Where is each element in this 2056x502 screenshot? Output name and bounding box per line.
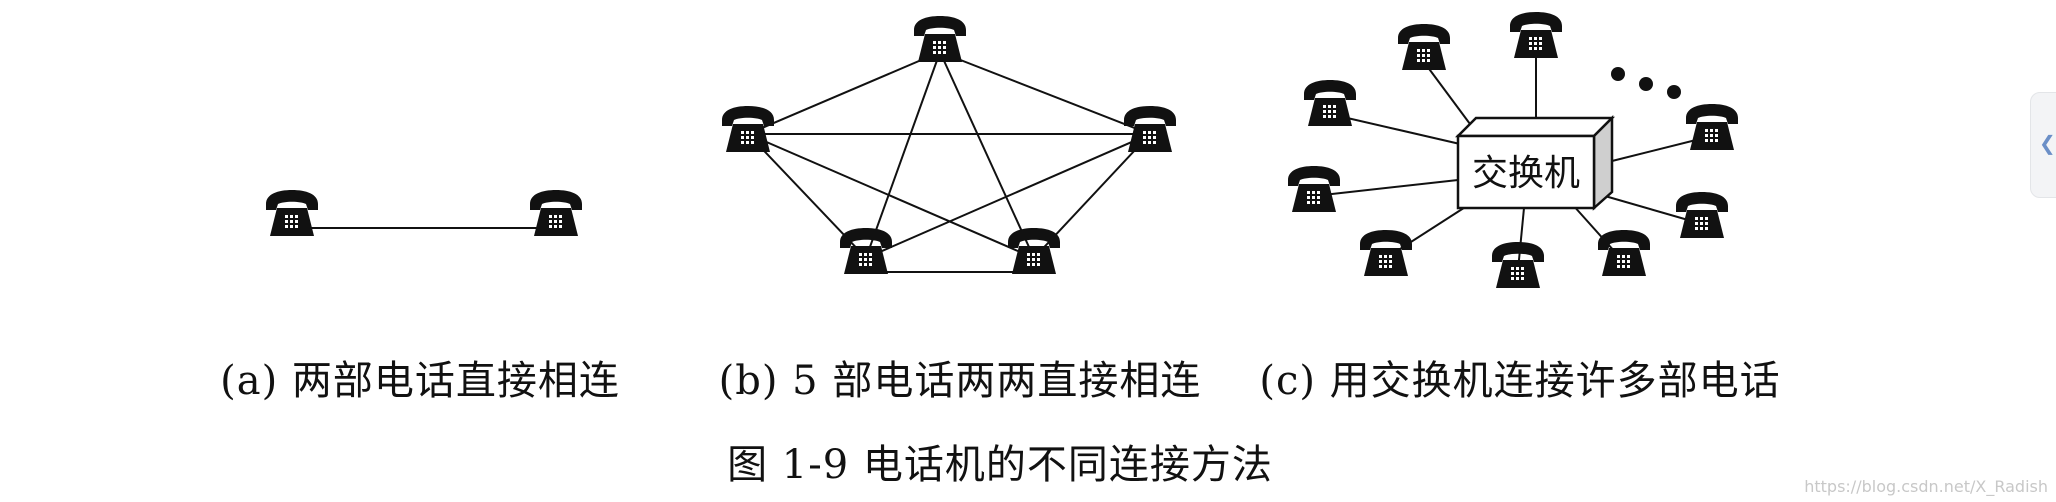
telephone-icon: [914, 16, 966, 62]
telephone-icon: [1510, 12, 1562, 58]
caption-c: (c) 用交换机连接许多部电话: [1259, 358, 1781, 404]
diagram-b-phones: [722, 16, 1176, 274]
diagram-c: [1313, 50, 1713, 271]
side-tab[interactable]: ❮: [2030, 92, 2056, 198]
diagram-a: [266, 190, 582, 236]
figure-caption: 图 1-9 电话机的不同连接方法: [727, 442, 1273, 488]
chevron-left-icon: ❮: [2039, 131, 2056, 155]
caption-a: (a) 两部电话直接相连: [220, 358, 620, 404]
telephone-icon: [1360, 230, 1412, 276]
telephone-icon: [1124, 106, 1176, 152]
telephone-icon: [1288, 166, 1340, 212]
watermark: https://blog.csdn.net/X_Radish: [1804, 477, 2048, 496]
telephone-icon: [1686, 104, 1738, 150]
switch-box: 交换机: [1454, 114, 1616, 211]
telephone-icon: [530, 190, 582, 236]
telephone-icon: [1398, 24, 1450, 70]
caption-b: (b) 5 部电话两两直接相连: [718, 358, 1202, 404]
telephone-icon: [1676, 192, 1728, 238]
switch-label: 交换机: [1472, 153, 1580, 194]
diagram-b: [747, 51, 1151, 273]
telephone-icon: [722, 106, 774, 152]
telephone-icon: [1492, 242, 1544, 288]
telephone-icon: [1304, 80, 1356, 126]
ellipsis-dots: [1611, 67, 1681, 99]
telephone-icon: [1598, 230, 1650, 276]
telephone-icon: [266, 190, 318, 236]
